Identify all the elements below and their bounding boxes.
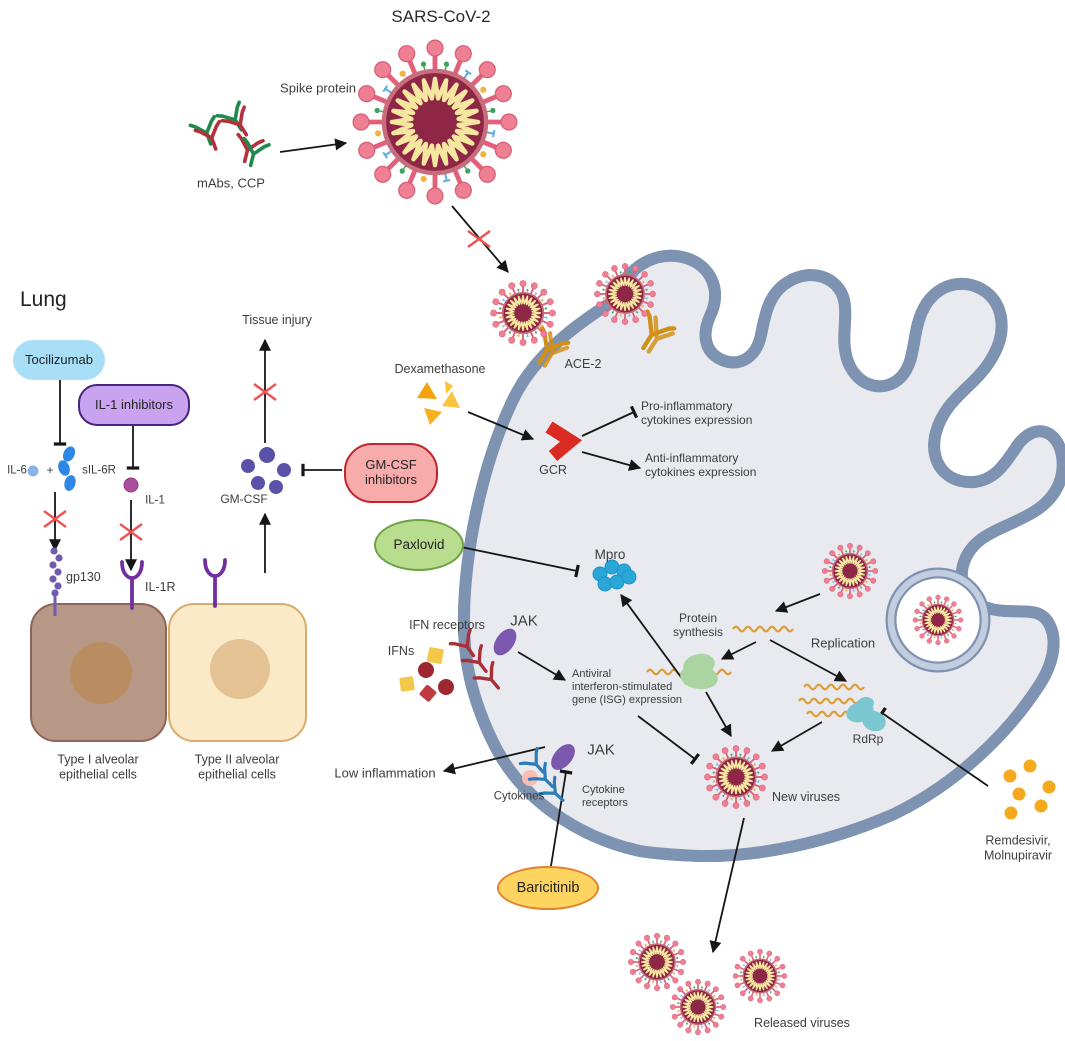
- mpro-icon: [592, 559, 637, 592]
- sil6r-icon: [58, 446, 76, 491]
- inhibit-paxlovid-mpro: [460, 546, 580, 578]
- inhibit-remdesivir-rdrp: [877, 706, 989, 787]
- arrow-virus-to-rna: [774, 593, 821, 613]
- type2-receptor-icon: [203, 558, 227, 608]
- rna-strand: [803, 683, 865, 691]
- type1-alveolar-cell: [30, 603, 167, 742]
- gmcsf-icon: [241, 447, 291, 494]
- arrow-jak-to-isg: [517, 651, 567, 681]
- virus-icon-in-cell: [821, 542, 879, 600]
- virus-icon-released-1: [627, 932, 687, 992]
- type2-cell-nucleus: [210, 639, 270, 699]
- type1-cell-nucleus: [70, 642, 132, 704]
- arrow-mabs-to-virus: [279, 138, 348, 153]
- arrow-synthesis-to-new-virus: [705, 691, 732, 738]
- inhibit-isg-new-virus: [637, 715, 701, 765]
- arrow-dexamethasone-to-gcr: [467, 411, 535, 441]
- blocked-x-icon: [119, 523, 143, 541]
- ifns-icon: [399, 647, 454, 702]
- arrow-synthesis-to-mpro: [620, 594, 687, 685]
- mabs-antibody-icons: [188, 100, 271, 171]
- inhibit-gcr-pro-inflammatory: [581, 405, 639, 437]
- type2-alveolar-cell: [168, 603, 307, 742]
- blocked-x-icon: [467, 230, 491, 248]
- jak2-icon: [551, 744, 575, 770]
- arrow-jak-to-low-inflammation: [442, 746, 546, 775]
- gp130-receptor-icon: [49, 547, 63, 616]
- il1-icon: [123, 477, 139, 493]
- virus-icon-released-3: [732, 948, 788, 1004]
- rna-strand: [798, 697, 860, 705]
- gcr-icon: [545, 421, 582, 461]
- rdrp-icon: [846, 697, 886, 732]
- blocked-x-icon: [43, 510, 67, 528]
- arrow-replication-to-new-virus: [770, 721, 823, 752]
- rna-strand: [732, 625, 794, 633]
- remdesivir-icon: [1003, 759, 1056, 820]
- inhibit-baricitinib-jak: [550, 769, 573, 867]
- virus-icon-membrane-1: [489, 279, 557, 347]
- jak-icon: [493, 628, 517, 656]
- arrow-rna-to-replication: [769, 639, 848, 682]
- dexamethasone-icon: [417, 381, 460, 425]
- arrow-rna-to-ribosome: [720, 641, 757, 660]
- blocked-x-icon: [253, 383, 277, 401]
- virus-icon-membrane-2: [593, 262, 657, 326]
- il1r-receptor-icon: [120, 560, 144, 610]
- arrows: [49, 138, 989, 954]
- blocked-marks: [43, 230, 491, 541]
- virus-icon-main: [353, 40, 517, 204]
- arrow-new-virus-to-released: [709, 817, 745, 954]
- arrow-gcr-anti-inflammatory: [581, 451, 642, 471]
- virus-icon-new: [703, 744, 769, 810]
- virus-icon-vesicle: [912, 594, 964, 646]
- il6-icon: [27, 465, 39, 477]
- virus-icon-released-2: [669, 978, 727, 1036]
- ribosome-icon: [680, 653, 718, 690]
